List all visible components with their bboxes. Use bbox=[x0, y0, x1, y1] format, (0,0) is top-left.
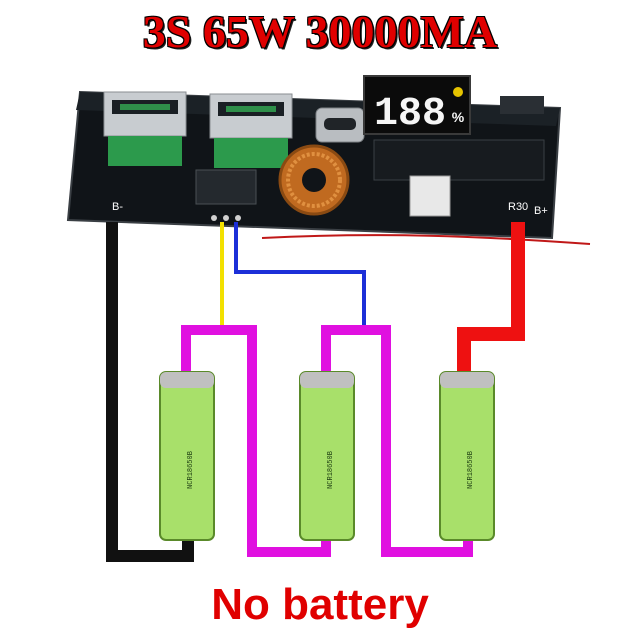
battery-cell-2: NCR18650B bbox=[299, 371, 355, 541]
negative-wire bbox=[106, 222, 194, 562]
balance-wire-2 bbox=[234, 222, 366, 330]
power-chip bbox=[195, 169, 257, 205]
usb-c-port bbox=[315, 107, 365, 143]
battery-cell-1: NCR18650B bbox=[159, 371, 215, 541]
pad-label-positive: B+ bbox=[534, 205, 548, 217]
switch-button bbox=[500, 96, 544, 114]
footer-caption: No battery bbox=[211, 580, 429, 629]
product-title: 3S 65W 30000MA bbox=[142, 6, 498, 57]
control-module bbox=[373, 139, 545, 181]
cell-2-model: NCR18650B bbox=[327, 451, 335, 489]
thermistor-wire bbox=[261, 234, 591, 245]
pcb-board: 188 % B- B+ R30 bbox=[66, 75, 591, 245]
display-unit: % bbox=[452, 109, 465, 125]
pad-label-negative: B- bbox=[112, 201, 123, 213]
toroid-inductor bbox=[278, 144, 350, 216]
capacitor bbox=[409, 175, 451, 217]
display-digits: 188 bbox=[374, 92, 446, 137]
wires bbox=[106, 222, 525, 562]
charge-icon bbox=[453, 87, 463, 97]
cell-3-model: NCR18650B bbox=[467, 451, 475, 489]
part-label: R30 bbox=[508, 201, 528, 213]
usb-a-port-1 bbox=[103, 91, 187, 166]
series-link-2 bbox=[321, 325, 473, 557]
usb-a-port-2 bbox=[209, 93, 293, 168]
positive-wire bbox=[457, 222, 525, 380]
series-link-1 bbox=[181, 325, 331, 557]
cell-1-model: NCR18650B bbox=[187, 451, 195, 489]
led-display: 188 % bbox=[363, 75, 471, 137]
battery-cell-3: NCR18650B bbox=[439, 371, 495, 541]
